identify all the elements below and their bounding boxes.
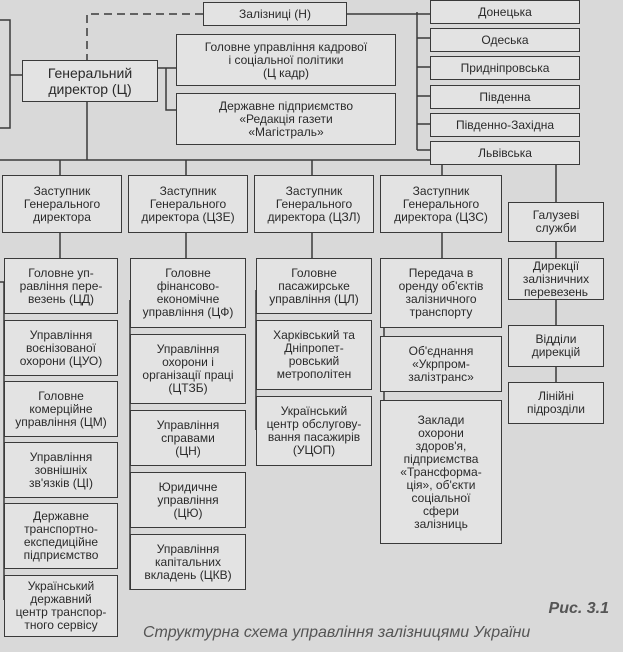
- dashed-connector: [86, 13, 203, 62]
- col3-item-cl: Головне пасажирське управління (ЦЛ): [256, 258, 372, 314]
- col3-item-ucop: Український центр обслугову- вання пасаж…: [256, 396, 372, 466]
- deputy-czs: Заступник Генерального директора (ЦЗС): [380, 175, 502, 233]
- col2-item-cf: Головне фінансово- економічне управління…: [130, 258, 246, 328]
- col2-item-cn: Управління справами (ЦН): [130, 410, 246, 466]
- deputy-general-director: Заступник Генерального директора: [2, 175, 122, 233]
- railway-lvivska: Львівська: [430, 141, 580, 165]
- deputy-czl: Заступник Генерального директора (ЦЗЛ): [254, 175, 374, 233]
- col2-item-ckv: Управління капітальних вкладень (ЦКВ): [130, 534, 246, 590]
- general-director-box: Генеральний директор (Ц): [22, 60, 158, 102]
- col3-item-metro: Харківський та Дніпропет- ровський метро…: [256, 320, 372, 390]
- deputy-cze: Заступник Генерального директора (ЦЗЕ): [128, 175, 248, 233]
- col4-item-health: Заклади охорони здоров'я, підприємства «…: [380, 400, 502, 544]
- col1-item-cd: Головне уп- равління пере- везень (ЦД): [4, 258, 118, 314]
- col4-item-lease: Передача в оренду об'єктів залізничного …: [380, 258, 502, 328]
- col1-item-cuo: Управління воєнізованої охорони (ЦУО): [4, 320, 118, 376]
- branch-services: Галузеві служби: [508, 202, 604, 242]
- col5-item-directorates: Дирекції залізничних перевезень: [508, 258, 604, 300]
- col2-item-ctzb: Управління охорони і організації праці (…: [130, 334, 246, 404]
- railway-pivdenno-zakhidna: Південно-Західна: [430, 113, 580, 137]
- newspaper-box: Державне підприємство «Редакція газети «…: [176, 93, 396, 145]
- hr-administration-box: Головне управління кадрової і соціальної…: [176, 34, 396, 86]
- railway-prydniprovska: Придніпровська: [430, 56, 580, 80]
- col5-item-departments: Відділи дирекцій: [508, 325, 604, 367]
- col2-item-cyu: Юридичне управління (ЦЮ): [130, 472, 246, 528]
- col1-item-ci: Управління зовнішніх зв'язків (ЦІ): [4, 442, 118, 498]
- col5-item-line-units: Лінійні підрозділи: [508, 382, 604, 424]
- col1-item-forwarding: Державне транспортно- експедиційне підпр…: [4, 503, 118, 569]
- col1-item-service-center: Український державний центр транспор- тн…: [4, 575, 118, 637]
- railway-donetska: Донецька: [430, 0, 580, 24]
- col1-item-cm: Головне комерційне управління (ЦМ): [4, 381, 118, 437]
- railway-odeska: Одеська: [430, 28, 580, 52]
- figure-number: Рис. 3.1: [548, 600, 609, 617]
- railway-pivdenna: Південна: [430, 85, 580, 109]
- railways-box: Залізниці (Н): [203, 2, 347, 26]
- col4-item-ukrprom: Об'єднання «Укрпром- залізтранс»: [380, 336, 502, 392]
- figure-caption: Структурна схема управління залізницями …: [143, 624, 531, 641]
